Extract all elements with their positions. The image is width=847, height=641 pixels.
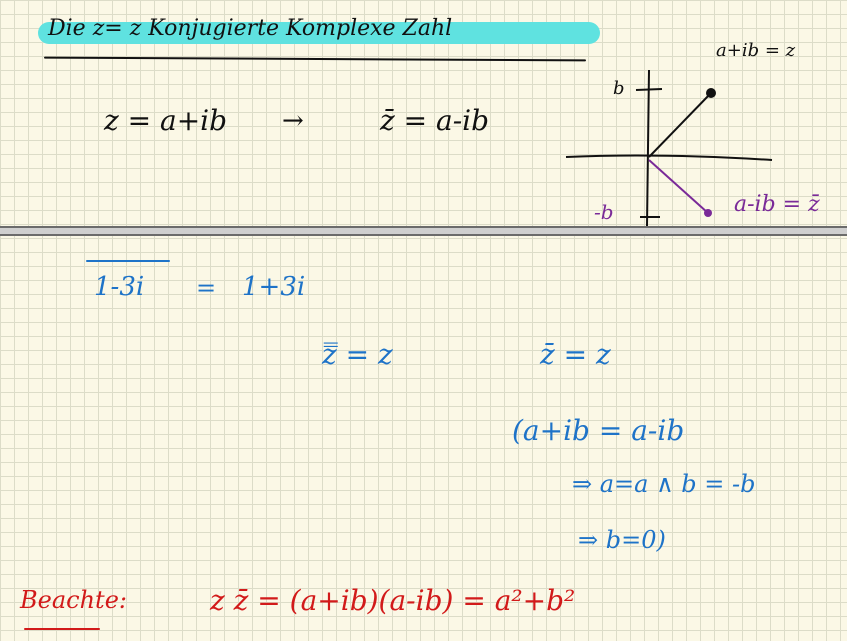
equals-sign: =: [196, 274, 217, 302]
point-zbar: [704, 209, 712, 217]
vector-zbar: [648, 159, 709, 214]
step-1: (a+ib = a-ib: [512, 414, 685, 447]
product-identity: z z̄ = (a+ib)(a-ib) = a²+b²: [210, 584, 576, 617]
step-3: ⇒ b=0): [578, 526, 666, 554]
note-page-1: Die z= z Konjugierte Komplexe Zahl z = a…: [0, 0, 847, 226]
page-divider: [0, 226, 847, 236]
arrow-symbol: →: [282, 106, 304, 136]
note-page-2: 1-3i = 1+3i z̿ = z z̄ = z (a+ib = a-ib ⇒…: [0, 236, 847, 641]
label-z: a+ib = z: [716, 40, 796, 61]
expression-1-plus-3i: 1+3i: [242, 272, 306, 302]
double-conjugate: z̿ = z: [322, 338, 393, 371]
beachte-label: Beachte:: [20, 586, 127, 614]
step-2: ⇒ a=a ∧ b = -b: [572, 470, 756, 498]
tick-label-b: b: [613, 78, 625, 99]
beachte-underline: [24, 628, 100, 630]
conjugate-equals-z: z̄ = z: [540, 338, 611, 371]
equation-z: z = a+ib: [104, 104, 228, 137]
expression-1-minus-3i: 1-3i: [94, 272, 145, 302]
equation-zbar: z̄ = a-ib: [380, 104, 490, 137]
tick-label-minus-b: -b: [594, 200, 614, 224]
vector-z: [648, 92, 712, 158]
title-highlight: [38, 22, 600, 44]
point-z: [706, 88, 716, 98]
complex-plane-graph: [565, 69, 773, 226]
real-axis: [565, 154, 773, 161]
page-title: Die z= z Konjugierte Komplexe Zahl: [48, 16, 453, 41]
imaginary-axis: [646, 69, 650, 226]
conj-bar: [86, 260, 170, 262]
tick-b: [635, 88, 663, 91]
label-zbar: a-ib = z̄: [734, 192, 820, 217]
